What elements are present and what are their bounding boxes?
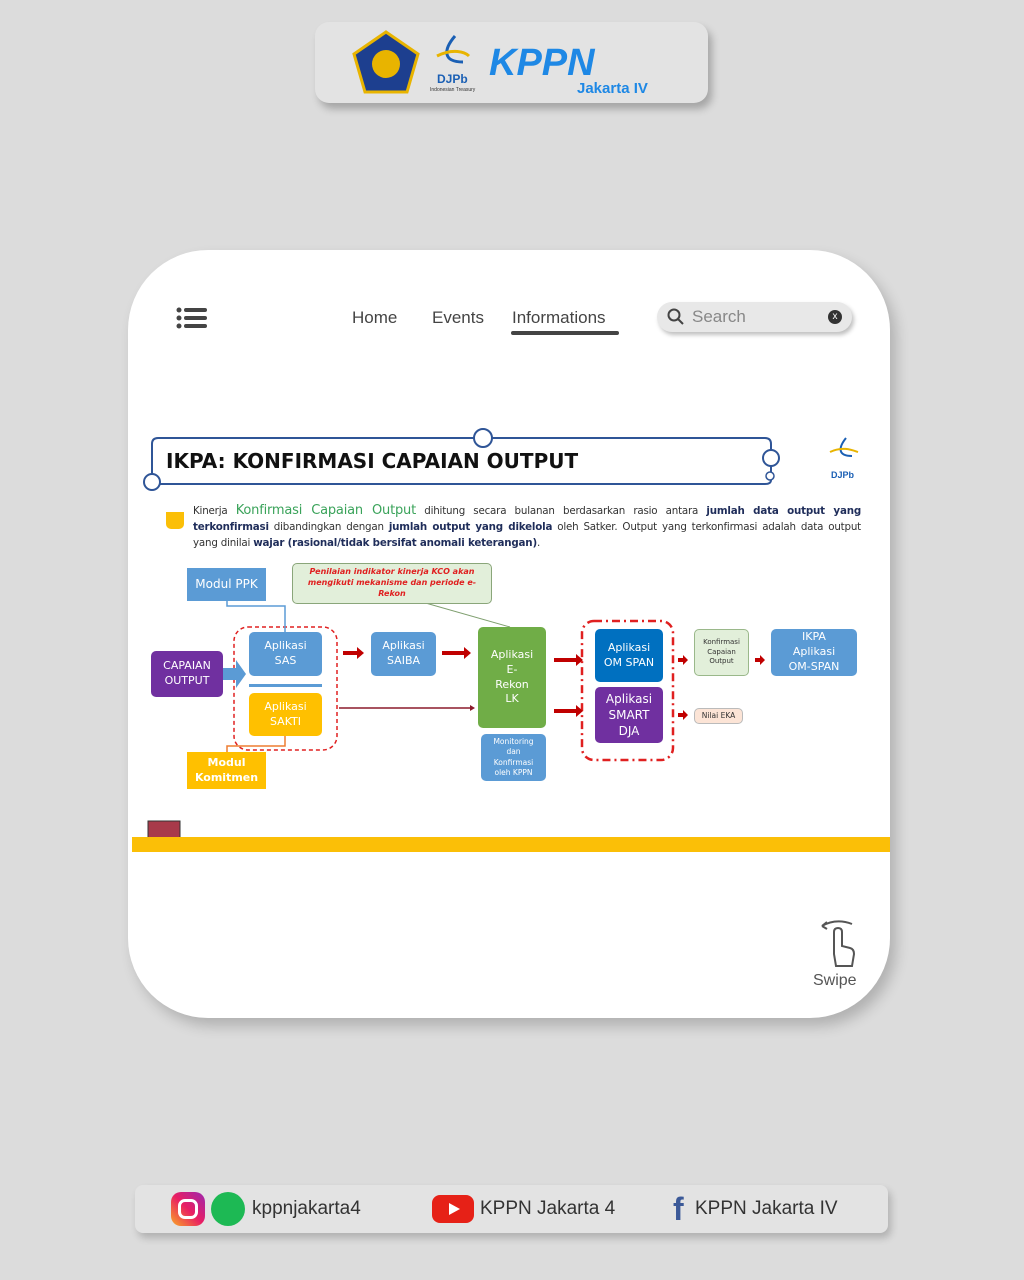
logo-header: DJPb Indonesian Treasury KPPN Jakarta IV [315,22,708,103]
box-nilai-eka: Nilai EKA [694,708,743,724]
box-modul-komitmen: Modul Komitmen [187,752,266,789]
djpb-logo-icon [436,35,471,64]
kemenkeu-emblem-icon [352,30,420,94]
djpb-sub-label: Indonesian Treasury [430,87,476,93]
facebook-page[interactable]: KPPN Jakarta IV [695,1198,838,1219]
youtube-icon[interactable] [432,1195,474,1223]
nav-active-underline [511,331,619,335]
instagram-handle[interactable]: kppnjakarta4 [252,1198,361,1219]
youtube-channel[interactable]: KPPN Jakarta 4 [480,1198,616,1219]
djpb-label: DJPb [437,72,468,86]
box-aplikasi-smart-dja: Aplikasi SMART DJA [595,687,663,743]
clear-search-icon[interactable]: x [828,310,842,324]
facebook-icon[interactable]: f [673,1191,684,1227]
box-ikpa-omspan: IKPA Aplikasi OM-SPAN [771,629,857,676]
box-aplikasi-omspan: Aplikasi OM SPAN [595,629,663,682]
slide-description: Kinerja Konfirmasi Capaian Output dihitu… [193,503,862,549]
kppn-sub: Jakarta IV [577,80,648,97]
djpb-small-label: DJPb [831,470,855,480]
search-icon [667,308,684,325]
box-aplikasi-sakti: Aplikasi SAKTI [249,693,322,736]
slide-title: IKPA: KONFIRMASI CAPAIAN OUTPUT [166,449,579,473]
kppn-brand: KPPN [489,42,595,84]
box-aplikasi-sas: Aplikasi SAS [249,632,322,676]
nav-informations[interactable]: Informations [512,308,606,327]
box-aplikasi-saiba: Aplikasi SAIBA [371,632,436,676]
title-frame [143,428,780,491]
box-modul-ppk: Modul PPK [187,568,266,601]
swipe-hand-icon [821,920,856,967]
spotify-icon[interactable] [211,1192,245,1226]
slide-footer-band [132,837,890,852]
djpb-small-logo-icon [829,437,859,457]
box-aplikasi-erekon: Aplikasi E-Rekon LK [478,627,546,728]
instagram-icon[interactable] [171,1192,205,1226]
box-konfirmasi: Konfirmasi Capaian Output [694,629,749,676]
bullet-icon [166,512,184,529]
callout-note: Penilaian indikator kinerja KCO akan men… [292,563,492,604]
nav-home[interactable]: Home [352,308,398,327]
menu-icon[interactable] [176,307,208,329]
box-monitoring: Monitoring dan Konfirmasi oleh KPPN [481,734,546,781]
search-placeholder: Search [692,307,746,326]
search-input[interactable]: Search x [657,302,852,332]
box-capaian-output: CAPAIAN OUTPUT [151,651,223,697]
swipe-label: Swipe [813,972,857,989]
social-footer: kppnjakarta4 KPPN Jakarta 4 f KPPN Jakar… [135,1185,888,1233]
nav-events[interactable]: Events [432,308,484,327]
